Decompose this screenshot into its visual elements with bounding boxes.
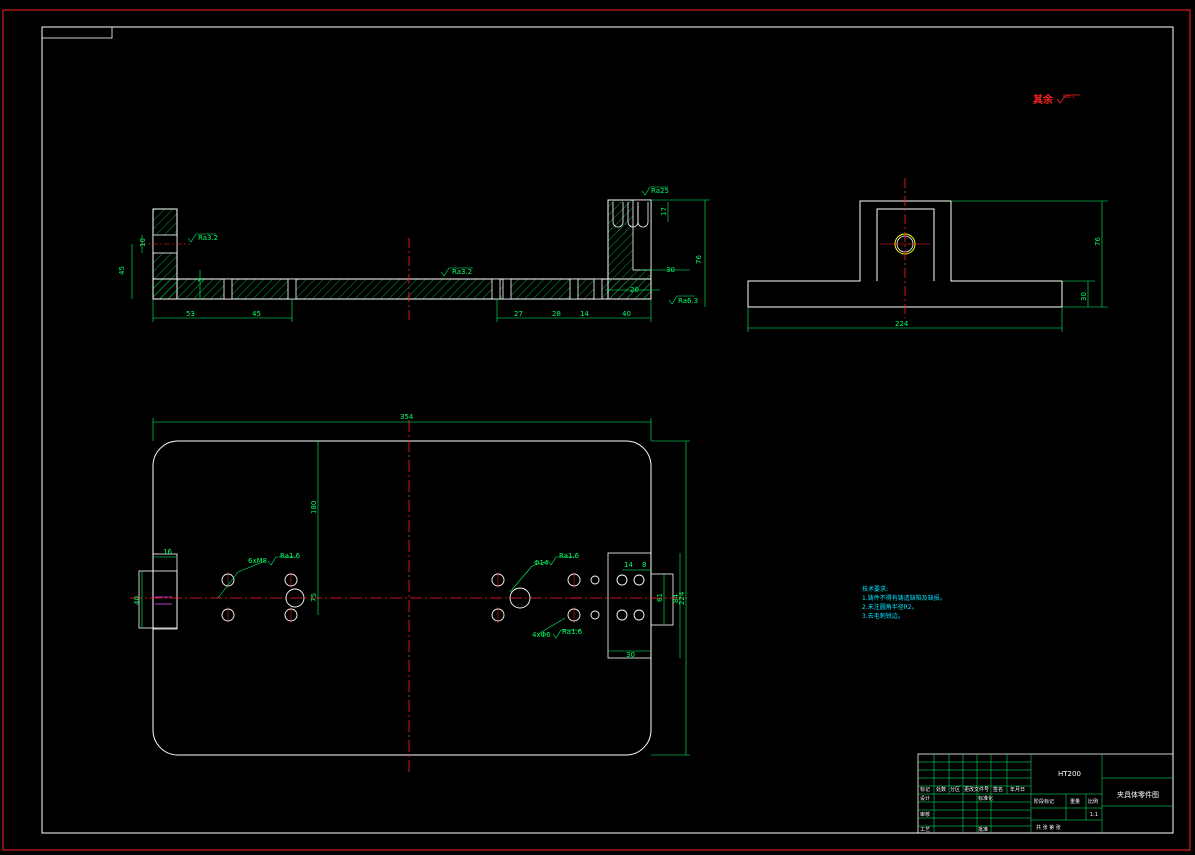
dim-front-17: 17: [660, 207, 668, 216]
title-block-approve: 批准: [978, 826, 988, 833]
roughness-front-1: Ra3.2: [198, 234, 218, 242]
title-block: 标记 处数 分区 更改文件号 签名 年月日 设计 标准化 审核 工艺 批准 阶段…: [917, 753, 1174, 834]
dim-side-224: 224: [895, 320, 909, 328]
dim-front-5: 5: [197, 278, 205, 282]
title-block-row-label-4: 更改文件号: [964, 786, 989, 793]
dim-front-45: 45: [252, 310, 261, 318]
dim-front-53: 53: [186, 310, 195, 318]
title-block-process: 工艺: [920, 827, 930, 833]
roughness-note-value: Ra6.3: [1063, 94, 1075, 99]
dim-front-40: 40: [622, 310, 631, 318]
tech-notes-title: 技术要求:: [862, 585, 888, 593]
outer-frame: [2, 9, 1191, 851]
roughness-front-3: Ra25: [651, 187, 669, 195]
dim-plan-16: 16: [163, 548, 172, 556]
tech-note-3: 3.去毛刺锐边。: [862, 612, 904, 620]
title-block-review: 审核: [920, 811, 930, 818]
callout-center-hole-roughness: Ra1.6: [559, 552, 580, 560]
dim-front-20: 20: [630, 286, 639, 294]
plan-view: 354 180 75 40 16 14 8 30 61 84 224 6xM8 …: [130, 413, 690, 775]
roughness-front-2: Ra3.2: [452, 268, 472, 276]
title-block-standard: 标准化: [978, 795, 993, 802]
title-block-row-label-2: 处数: [936, 786, 946, 793]
dim-plan-8: 8: [642, 561, 646, 569]
title-block-weight: 重量: [1070, 798, 1080, 805]
side-view: 76 30 224: [747, 178, 1108, 332]
dim-plan-30: 30: [626, 651, 635, 659]
dim-front-27: 27: [514, 310, 523, 318]
title-block-row-label-1: 标记: [920, 786, 930, 793]
dim-plan-224: 224: [678, 591, 686, 605]
tech-note-1: 1.铸件不得有铸造缺陷及缺损。: [862, 594, 946, 602]
callout-threaded-holes-roughness: Ra1.6: [280, 552, 301, 560]
front-section-view: 45 53 45 27 28 14 40 17 30 20 76 10 5 Ra…: [118, 186, 710, 322]
callout-threaded-holes: 6xM8: [248, 557, 267, 565]
title-block-stage-labels: 阶段标记: [1034, 798, 1054, 805]
dim-side-30: 30: [1080, 292, 1088, 301]
roughness-symbol-icon: [1056, 94, 1080, 104]
title-block-scale: 比例: [1088, 798, 1098, 805]
dim-plan-40: 40: [133, 596, 141, 605]
dim-plan-180: 180: [310, 501, 318, 514]
dim-plan-14: 14: [624, 561, 633, 569]
roughness-note-label: 其余: [1033, 93, 1054, 106]
callout-center-hole: Φ14: [534, 559, 549, 567]
title-block-scale-value: 1:1: [1090, 812, 1098, 818]
callout-pin-holes-roughness: Ra1.6: [562, 628, 583, 636]
roughness-front-4: Ra6.3: [678, 297, 698, 305]
dim-front-30: 30: [666, 266, 675, 274]
dim-front-14: 14: [580, 310, 589, 318]
title-block-design: 设计: [920, 795, 930, 802]
dim-front-28: 28: [552, 310, 561, 318]
title-block-drawing-name: 夹具体零件图: [1117, 790, 1159, 799]
dim-front-45-height: 45: [118, 266, 126, 275]
dim-plan-61: 61: [656, 593, 664, 602]
corner-code-box: [41, 26, 113, 39]
technical-requirements: 技术要求: 1.铸件不得有铸造缺陷及缺损。 2.未注圆角半径R2。 3.去毛刺锐…: [862, 585, 946, 620]
title-block-row-label-6: 年月日: [1010, 786, 1025, 793]
title-block-row-label-3: 分区: [950, 786, 960, 793]
title-block-row-label-5: 签名: [993, 786, 1003, 793]
roughness-general-note: 其余 Ra6.3: [1033, 93, 1080, 106]
callout-pin-holes: 4xΦ6: [532, 631, 551, 639]
title-block-material: HT200: [1058, 770, 1081, 778]
dim-front-76: 76: [695, 255, 703, 264]
title-block-sheets: 共 张 第 张: [1036, 824, 1061, 831]
inner-frame: [41, 26, 1174, 834]
dim-plan-75: 75: [310, 593, 318, 602]
dim-plan-354: 354: [400, 413, 414, 421]
dim-side-76: 76: [1094, 237, 1102, 246]
dim-plan-84: 84: [672, 594, 680, 603]
tech-note-2: 2.未注圆角半径R2。: [862, 603, 918, 611]
dim-front-10: 10: [139, 238, 147, 247]
